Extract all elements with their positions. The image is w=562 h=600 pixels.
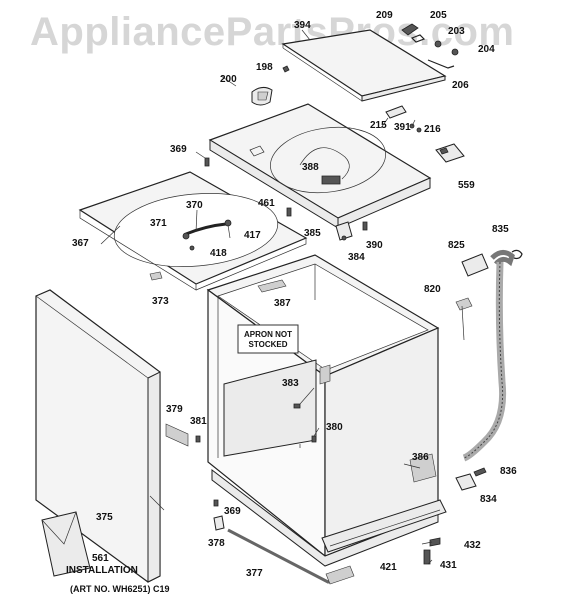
clip-373 — [149, 271, 163, 281]
part-label: 561 — [92, 553, 109, 564]
knob-200 — [251, 86, 273, 106]
part-label: 835 — [492, 224, 509, 235]
part-label: 204 — [478, 44, 495, 55]
part-label: 369 — [224, 506, 241, 517]
leader-lines — [100, 29, 465, 565]
installation-label: INSTALLATION — [66, 565, 138, 576]
screw-461 — [286, 207, 292, 217]
part-label: 209 — [376, 10, 393, 21]
part-label: 421 — [380, 562, 397, 573]
part-label: 383 — [282, 378, 299, 389]
front-panel-375 — [35, 289, 161, 583]
switch-559 — [435, 143, 465, 163]
part-label: 215 — [370, 120, 387, 131]
part-label: 391 — [394, 122, 411, 133]
cabinet — [206, 254, 440, 567]
top-lid — [281, 29, 447, 102]
part-label: 377 — [246, 568, 263, 579]
part-label: 418 — [210, 248, 227, 259]
part-label: 371 — [150, 218, 167, 229]
part-label: 385 — [304, 228, 321, 239]
part-label: 836 — [500, 466, 517, 477]
part-label: 369 — [170, 144, 187, 155]
part-label: 834 — [480, 494, 497, 505]
part-label: 381 — [190, 416, 207, 427]
part-label: 200 — [220, 74, 237, 85]
part-836 — [473, 467, 487, 477]
part-label: 216 — [424, 124, 441, 135]
part-label: 378 — [208, 538, 225, 549]
bracket-385 — [335, 221, 353, 241]
part-label: 432 — [464, 540, 481, 551]
part-label: 388 — [302, 162, 319, 173]
part-label: 431 — [440, 560, 457, 571]
part-label: 198 — [256, 62, 273, 73]
drain-hose-825 — [461, 249, 523, 462]
part-label: 379 — [166, 404, 183, 415]
part-label: 370 — [186, 200, 203, 211]
apron-note-box — [237, 324, 299, 354]
art-number: (ART NO. WH6251) C19 — [70, 584, 170, 594]
part-label: 461 — [258, 198, 275, 209]
clip-198 — [282, 65, 290, 73]
screw-369-bottom — [213, 499, 219, 507]
strip-379 — [165, 423, 189, 447]
part-label: 394 — [294, 20, 311, 31]
screw-390 — [362, 221, 368, 231]
apron-note-line1: APRON NOT — [244, 330, 292, 339]
watermark: AppliancePartsPros.com — [30, 10, 515, 54]
part-label: 384 — [348, 252, 365, 263]
lid-switch-parts — [401, 23, 459, 69]
leveling-leg-431 — [423, 549, 431, 565]
part-380 — [311, 435, 317, 443]
base-421 — [321, 499, 447, 553]
part-label: 820 — [424, 284, 441, 295]
screw-381 — [195, 435, 201, 443]
fill-hose-370 — [182, 219, 232, 251]
part-label: 380 — [326, 422, 343, 433]
part-label: 387 — [274, 298, 291, 309]
apron-note: APRON NOT STOCKED — [238, 330, 298, 350]
part-label: 375 — [96, 512, 113, 523]
part-label: 390 — [366, 240, 383, 251]
part-label: 825 — [448, 240, 465, 251]
installation-envelope-561 — [41, 511, 91, 577]
part-label: 417 — [244, 230, 261, 241]
part-label: 386 — [412, 452, 429, 463]
part-label: 206 — [452, 80, 469, 91]
part-432 — [429, 537, 441, 547]
clamp-820 — [455, 297, 473, 311]
part-label: 559 — [458, 180, 475, 191]
part-383 — [293, 403, 301, 409]
rail-377 — [227, 528, 355, 585]
part-834 — [455, 473, 477, 491]
part-label: 205 — [430, 10, 447, 21]
part-label: 203 — [448, 26, 465, 37]
apron-note-line2: STOCKED — [248, 340, 288, 349]
screw-369-top — [204, 157, 210, 167]
foot-378 — [213, 515, 225, 531]
part-label: 373 — [152, 296, 169, 307]
part-label: 367 — [72, 238, 89, 249]
